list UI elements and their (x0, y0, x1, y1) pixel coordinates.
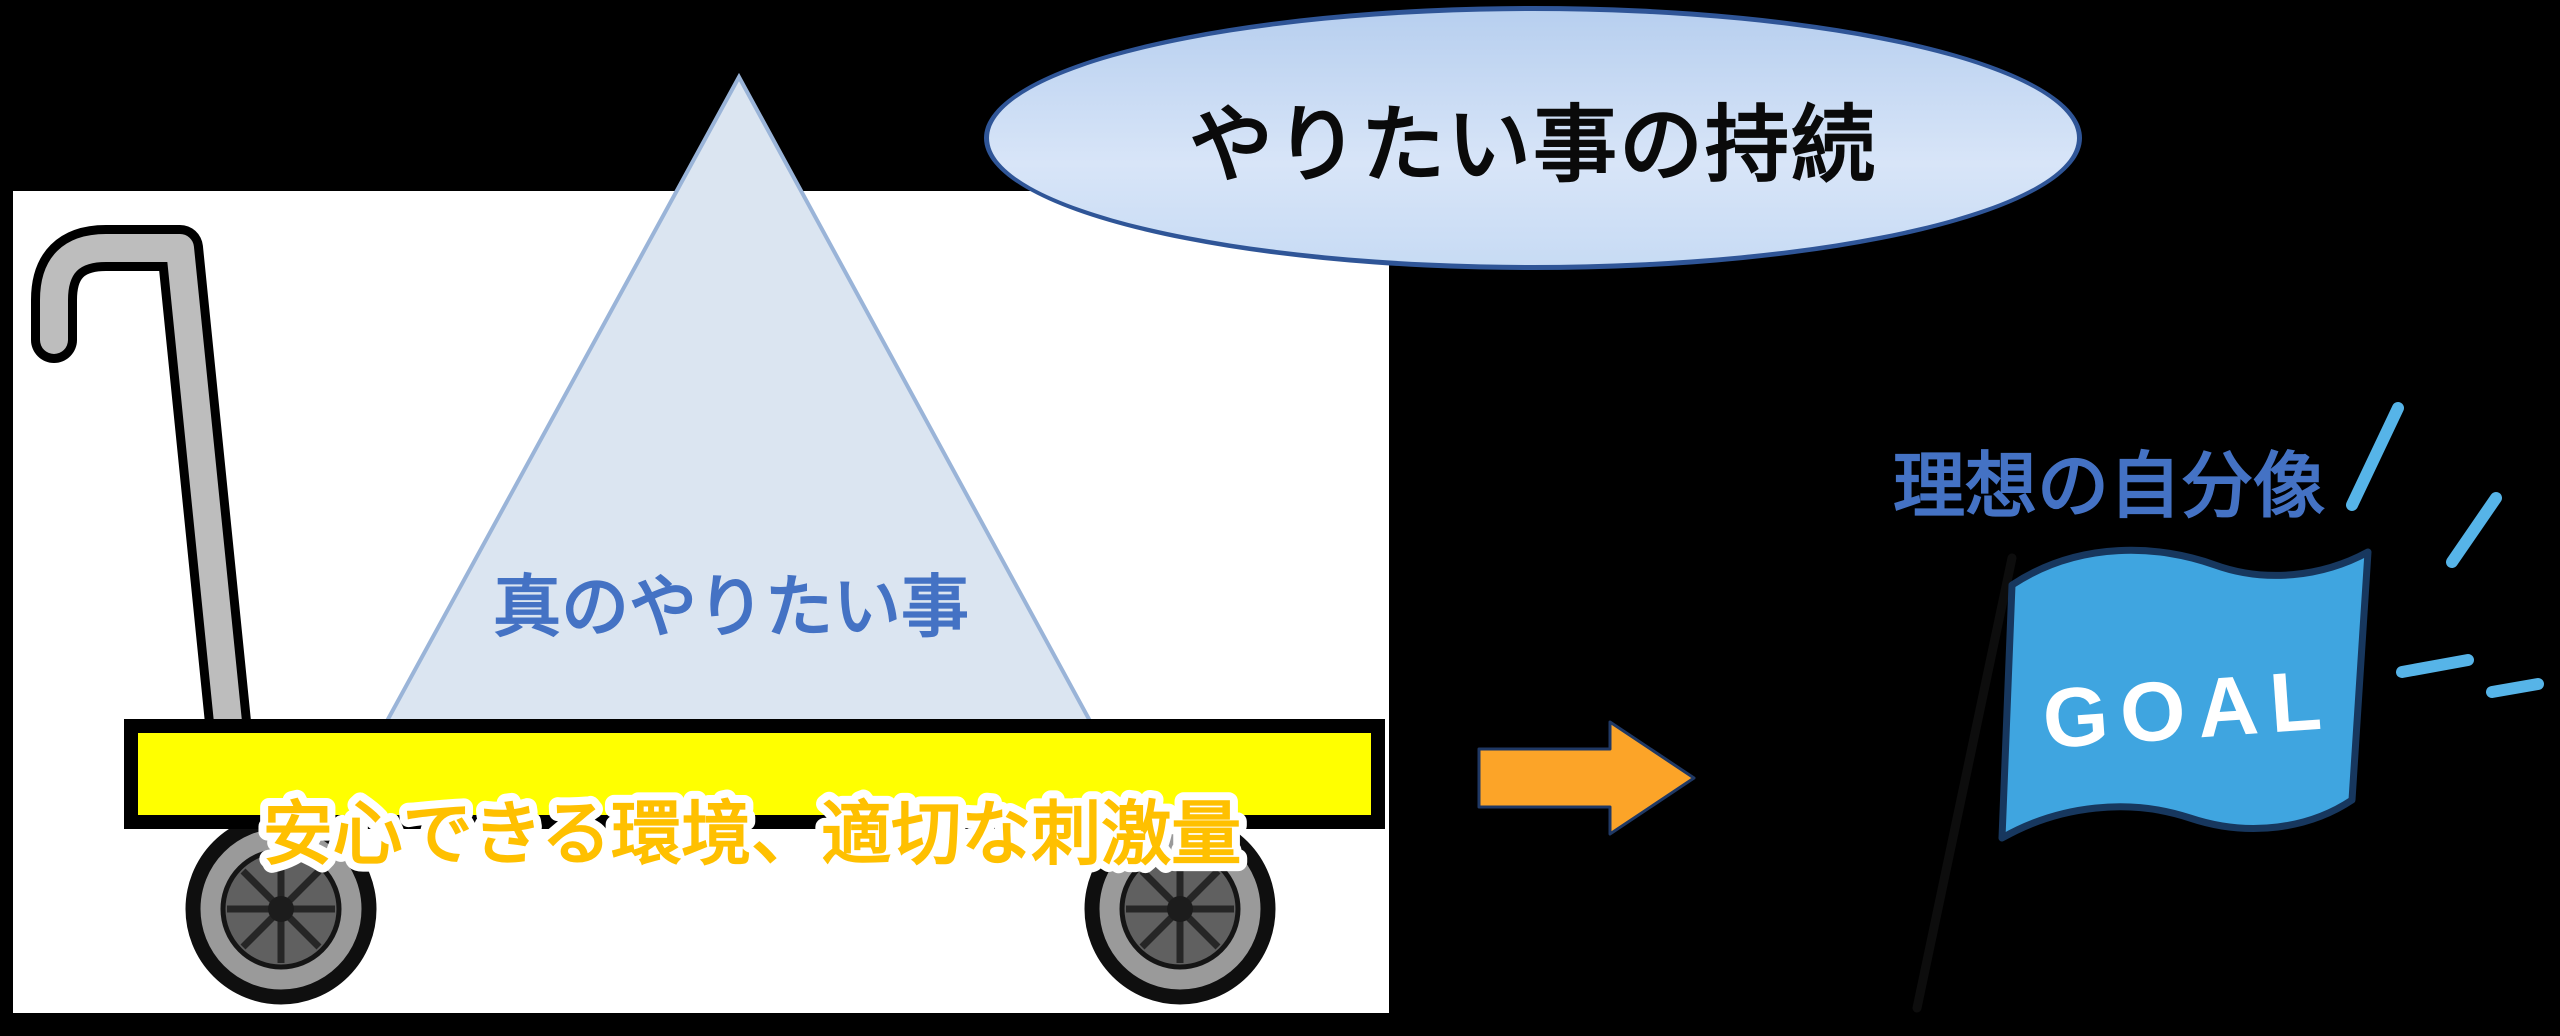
right-block-arrow-icon (1477, 720, 1696, 836)
wheel-hub (1167, 896, 1193, 922)
cart-wheel-right-icon (1084, 813, 1276, 1005)
continuation-bubble: やりたい事の持続 (984, 6, 2082, 270)
flag-pole (1912, 553, 2017, 1013)
sparkle-dashes-icon (2346, 402, 2544, 698)
goal-flag-icon (1998, 546, 2372, 842)
cart-wheel-left-icon (185, 813, 377, 1005)
wheel-hub (268, 896, 294, 922)
cart-handle-tube (40, 234, 244, 756)
cart-handle-icon (31, 225, 253, 765)
cart-platform (124, 719, 1385, 829)
goal-title: 理想の自分像 (1893, 447, 2326, 527)
platform-label: 安心できる環境、適切な刺激量 (263, 795, 1242, 873)
goal-flag-label: GOAL (2040, 652, 2337, 766)
triangle-label: 真のやりたい事 (492, 569, 970, 646)
bubble-label: やりたい事の持続 (1188, 97, 1877, 192)
